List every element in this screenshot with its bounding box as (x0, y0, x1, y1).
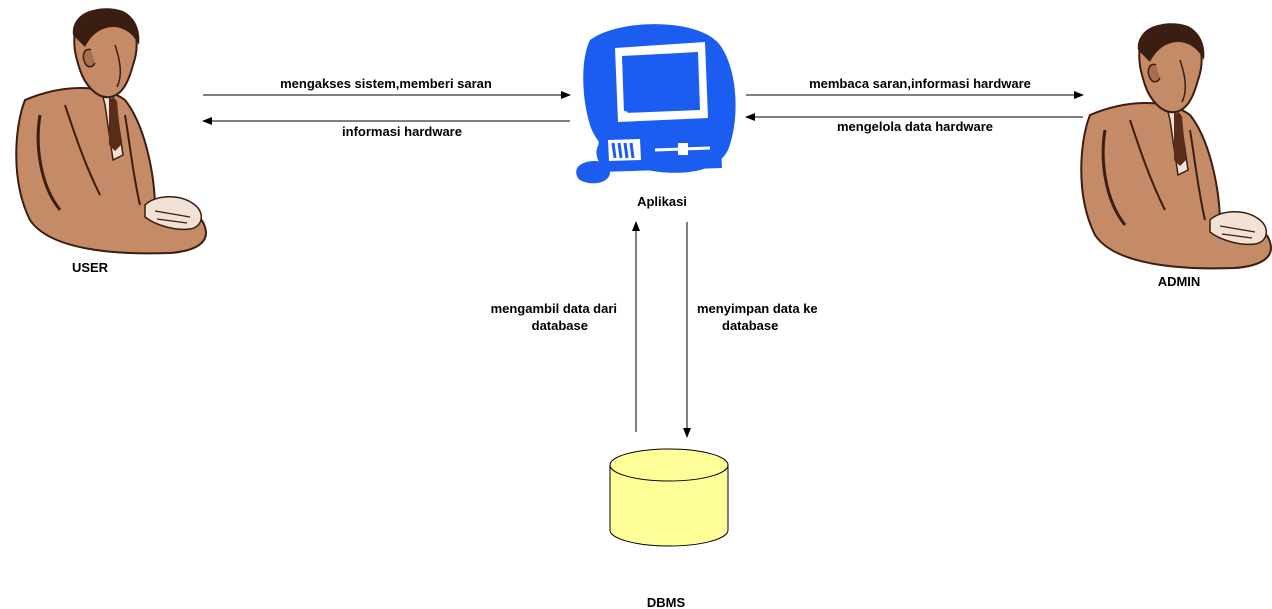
app-label: Aplikasi (637, 194, 687, 209)
edge-label-app-to-db-line1: menyimpan data ke (697, 301, 818, 316)
computer-icon (576, 24, 736, 184)
admin-person-icon (1079, 21, 1272, 270)
edge-label-app-to-db-line2: database (722, 318, 778, 333)
edge-label-app-to-user: informasi hardware (342, 124, 462, 139)
user-person-icon (14, 6, 208, 255)
database-cylinder-icon (609, 448, 729, 547)
user-label: USER (72, 260, 109, 275)
admin-label: ADMIN (1158, 274, 1201, 289)
dbms-label: DBMS (647, 595, 686, 609)
edge-label-admin-to-app: mengelola data hardware (837, 119, 993, 134)
edge-label-db-to-app-line1: mengambil data dari (491, 301, 617, 316)
edge-label-db-to-app-line2: database (532, 318, 588, 333)
edge-label-user-to-app: mengakses sistem,memberi saran (280, 76, 492, 91)
edge-label-app-to-admin: membaca saran,informasi hardware (809, 76, 1031, 91)
